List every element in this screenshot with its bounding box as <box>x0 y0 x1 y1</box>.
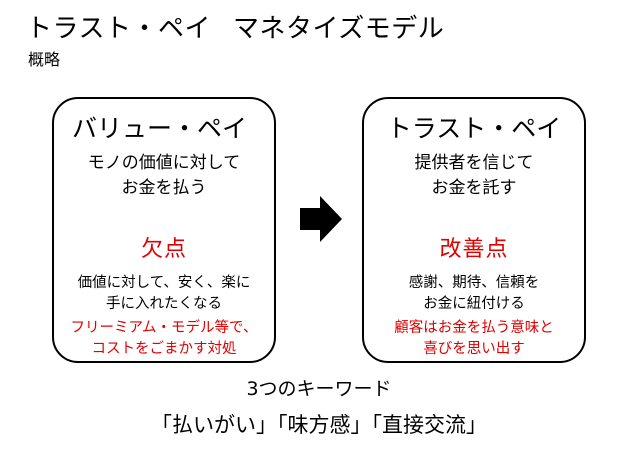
weakness-note-line2: コストをごまかす対処 <box>91 341 237 357</box>
improvement-note-line1: 顧客はお金を払う意味と <box>394 320 554 336</box>
trust-pay-box: トラスト・ペイ 提供者を信じて お金を託す 改善点 感謝、期待、信頼を お金に紐… <box>362 97 586 363</box>
value-pay-desc-line2: お金を払う <box>121 178 207 198</box>
weakness-note-line1: フリーミアム・モデル等で、 <box>70 320 258 336</box>
trust-pay-desc-line1: 提供者を信じて <box>414 153 534 173</box>
weakness-label: 欠点 <box>140 237 187 262</box>
title-main: トラスト・ペイ <box>26 14 211 44</box>
page-subtitle: 概略 <box>28 50 61 69</box>
trust-pay-description: 提供者を信じて お金を託す <box>364 151 584 201</box>
improvement-body-line2: お金に紐付ける <box>423 296 525 312</box>
keywords-list: 「払いがい」「味方感」「直接交流」 <box>151 413 487 437</box>
improvement-label: 改善点 <box>439 237 509 262</box>
keywords-caption: 3つのキーワード <box>246 378 392 400</box>
weakness-body: 価値に対して、安く、楽に 手に入れたくなる <box>54 273 274 315</box>
page-title: トラスト・ペイマネタイズモデル <box>26 8 444 45</box>
value-pay-desc-line1: モノの価値に対して <box>87 153 241 173</box>
title-sub: マネタイズモデル <box>232 14 445 44</box>
improvement-body-line1: 感謝、期待、信頼を <box>408 275 540 291</box>
improvement-note-line2: 喜びを思い出す <box>423 341 525 357</box>
value-pay-description: モノの価値に対して お金を払う <box>54 151 274 201</box>
value-pay-title: バリュー・ペイ <box>72 114 248 143</box>
weakness-body-line2: 手に入れたくなる <box>106 296 222 312</box>
weakness-note: フリーミアム・モデル等で、 コストをごまかす対処 <box>54 318 274 360</box>
trust-pay-title: トラスト・ペイ <box>386 114 562 143</box>
improvement-note: 顧客はお金を払う意味と 喜びを思い出す <box>364 318 584 360</box>
improvement-body: 感謝、期待、信頼を お金に紐付ける <box>364 273 584 315</box>
arrow-right-icon <box>300 196 342 242</box>
value-pay-box: バリュー・ペイ モノの価値に対して お金を払う 欠点 価値に対して、安く、楽に … <box>52 97 276 363</box>
trust-pay-desc-line2: お金を託す <box>431 178 517 198</box>
weakness-body-line1: 価値に対して、安く、楽に <box>77 275 251 291</box>
